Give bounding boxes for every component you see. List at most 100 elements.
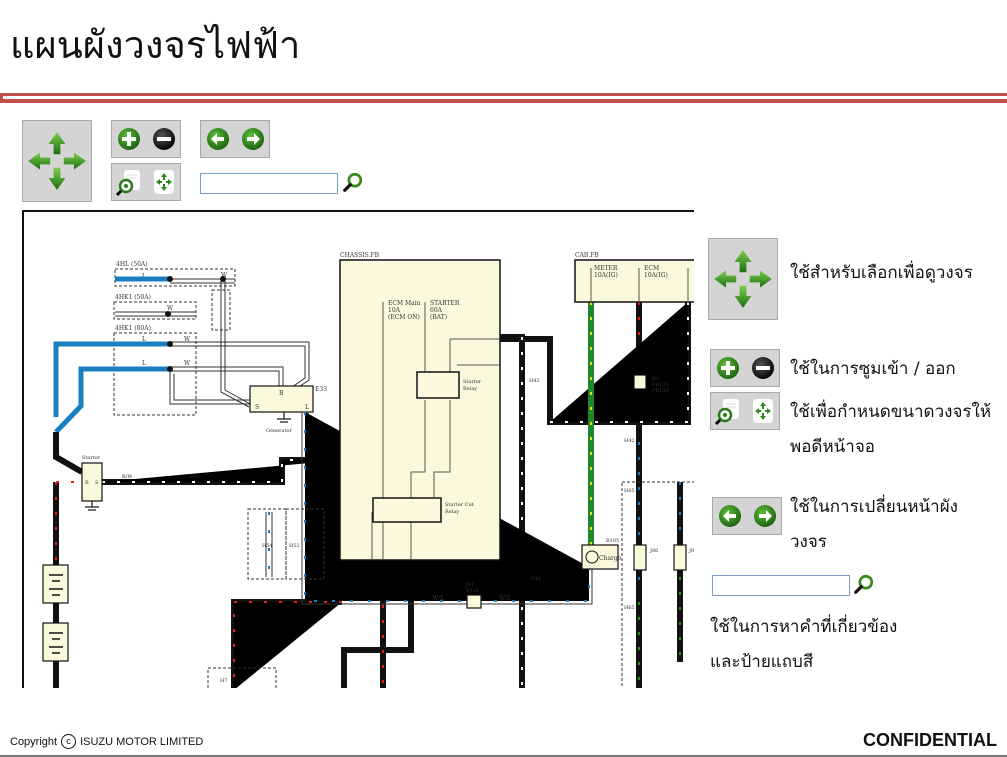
search-input[interactable] [200, 173, 338, 194]
label-starter-fuse-sub: (BAT) [430, 314, 447, 321]
label-charge: Charge [599, 555, 622, 562]
label-wire-w: W [167, 305, 174, 312]
label-b105: B105 [606, 538, 619, 544]
zoom-controls [111, 120, 181, 158]
label-starter-relay-2: Relay [463, 386, 477, 392]
legend-pan-icon-box [708, 238, 778, 320]
label-starter-fuse-a: 60A [430, 307, 443, 314]
cab-fuse-box [574, 259, 694, 303]
pan-control[interactable] [22, 120, 92, 202]
fuse-box-4hk1-80a [113, 332, 197, 416]
zoom-out-icon [751, 356, 775, 380]
splice [167, 276, 173, 282]
fit-screen-icon[interactable] [150, 168, 178, 196]
label-h65: H65 [624, 488, 635, 494]
label-ecm-main-a: 10A [388, 307, 401, 314]
label-starter-relay: Starter [463, 379, 482, 385]
zoom-fit-icon[interactable] [115, 169, 143, 197]
fuse-box-4hk1-50a [113, 301, 197, 320]
label-starter-fuse: STARTER [430, 300, 460, 307]
label-h7: H7 [220, 678, 228, 684]
label-h52: H52 [289, 543, 300, 549]
battery [42, 622, 69, 662]
prev-page-icon[interactable] [206, 127, 230, 151]
label-h42: H42 [530, 576, 541, 582]
footer-divider [0, 755, 1007, 757]
label-gen-b: B [279, 390, 284, 397]
legend-zoom-icon-box [710, 349, 780, 387]
label-wire-w: W [184, 336, 191, 343]
wiring-diagram: 4HL (50A) 4HK1 (50A) 4HK1 (80A) L W W L … [42, 252, 694, 688]
fit-controls [111, 163, 181, 201]
neutral-switch-j86 [633, 544, 647, 571]
company-name: ISUZU MOTOR LIMITED [80, 735, 204, 748]
label-h42-b: H42 [624, 438, 635, 444]
label-fb136: FB136 [652, 388, 669, 394]
splice [167, 341, 173, 347]
label-chassis-fb: CHASSIS.FB [340, 252, 380, 259]
pan-arrows-icon [709, 239, 777, 319]
search-icon[interactable] [342, 171, 364, 193]
j81-connector [633, 374, 647, 390]
label-h42-c: H42 [529, 378, 540, 384]
legend-zoom-text: ใช้ในการซูมเข้า / ออก [790, 359, 956, 379]
legend-fit-icon-box [710, 392, 780, 430]
starter-relay [416, 371, 460, 399]
label-e33: E33 [315, 386, 327, 393]
label-b131: B131 [466, 588, 479, 594]
battery [42, 564, 69, 604]
wiring-diagram-canvas[interactable]: 4HL (50A) 4HK1 (50A) 4HK1 (80A) L W W L … [22, 210, 694, 688]
label-wl: W/L [432, 595, 444, 602]
legend-page-nav-text-2: วงจร [790, 532, 827, 552]
zoom-fit-icon [714, 398, 742, 426]
zoom-in-icon[interactable] [117, 127, 141, 151]
label-ecm-fuse-a: 10A(IG) [644, 272, 668, 279]
label-j86: J86 [649, 548, 658, 554]
label-gen-l: L [305, 404, 309, 411]
next-page-icon[interactable] [241, 127, 265, 151]
connector-box [285, 508, 325, 580]
legend-fit-text-1: ใช้เพื่อกำหนดขนาดวงจรให้ [790, 402, 992, 422]
connector-box [621, 481, 694, 688]
label-cab-fb: CAB.FB [575, 252, 599, 259]
label-bw: B/W [122, 474, 133, 480]
header-divider-bottom [0, 99, 1007, 103]
starter-cut-relay [372, 497, 442, 523]
label-4hk1-80a: 4HK1 (80A) [115, 325, 151, 332]
label-ecm-fuse: ECM [644, 265, 659, 272]
label-ecm-main: ECM Main [388, 300, 421, 307]
legend-pan-text: ใช้สำหรับเลือกเพื่อดูวงจร [790, 263, 973, 283]
label-wire-w: W [221, 272, 228, 279]
next-page-icon [753, 504, 777, 528]
label-j81: J81 [651, 376, 660, 382]
legend-search-text-2: และป้ายแถบสี [710, 652, 814, 672]
label-j81-b: J81 [465, 582, 474, 588]
legend-search-input [712, 575, 850, 596]
label-4hl-50a: 4HL (50A) [116, 261, 148, 268]
zoom-in-icon [716, 356, 740, 380]
zoom-out-icon[interactable] [152, 127, 176, 151]
fit-screen-icon [749, 397, 777, 425]
label-meter-fuse-a: 10A(IG) [594, 272, 618, 279]
charge-lamp [581, 544, 619, 570]
label-h53: H53 [190, 474, 201, 480]
label-wl-b: W/L [499, 595, 511, 602]
prev-page-icon [718, 504, 742, 528]
legend-fit-text-2: พอดีหน้าจอ [790, 437, 875, 457]
search-icon [853, 573, 875, 595]
copyright-symbol-icon: c [61, 734, 77, 749]
generator [249, 385, 314, 413]
splice [165, 311, 171, 317]
label-starter: Starter [82, 455, 101, 461]
pan-arrows-icon[interactable] [23, 121, 91, 201]
confidential-label: CONFIDENTIAL [863, 730, 997, 750]
label-generator: Generator [266, 428, 293, 434]
label-meter-fuse: METER [594, 265, 618, 272]
splice [167, 366, 173, 372]
label-starter-cut-relay: Starter Cut [445, 502, 474, 508]
legend-page-nav-text-1: ใช้ในการเปลี่ยนหน้าผัง [790, 497, 958, 517]
label-starter-b: B [85, 480, 89, 486]
label-ecm-main-sub: (ECM ON) [388, 314, 420, 321]
header-divider-top [0, 93, 1007, 96]
neutral-switch-j9 [673, 544, 687, 571]
